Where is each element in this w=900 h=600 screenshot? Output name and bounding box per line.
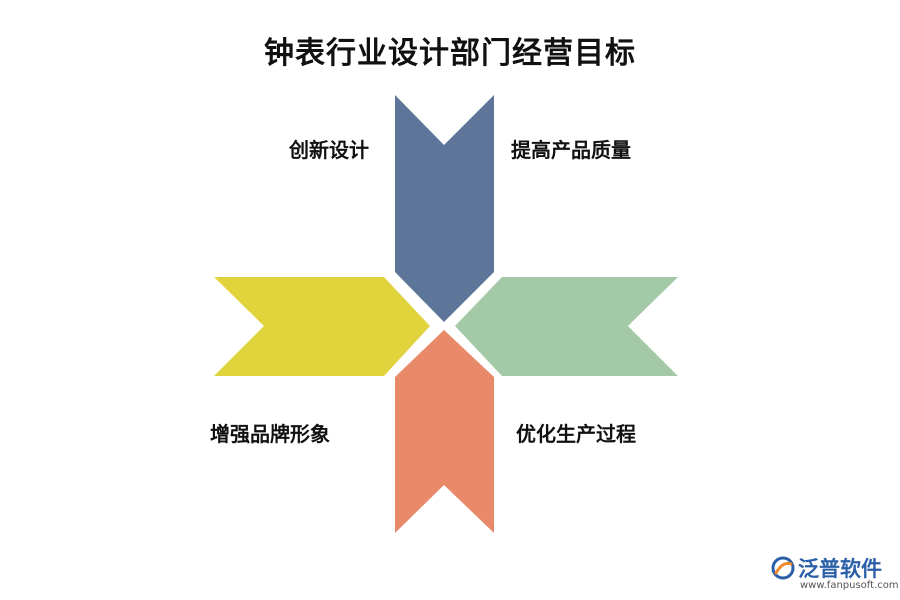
- label-brand-image: 增强品牌形象: [210, 422, 330, 446]
- right-chevron-arrow: [455, 277, 678, 376]
- fanpu-logo-icon: [771, 556, 795, 580]
- watermark-name: 泛普软件: [798, 557, 882, 581]
- label-improve-quality: 提高产品质量: [511, 138, 631, 162]
- label-optimize-production: 优化生产过程: [516, 422, 636, 446]
- watermark: 泛普软件 www.fanpusoft.com: [770, 553, 899, 597]
- label-innovative-design: 创新设计: [289, 138, 369, 162]
- top-chevron-arrow: [395, 95, 494, 322]
- diagram-title: 钟表行业设计部门经营目标: [264, 36, 636, 71]
- bottom-chevron-arrow: [395, 330, 494, 533]
- left-chevron-arrow: [214, 277, 430, 376]
- watermark-url: www.fanpusoft.com: [800, 580, 899, 591]
